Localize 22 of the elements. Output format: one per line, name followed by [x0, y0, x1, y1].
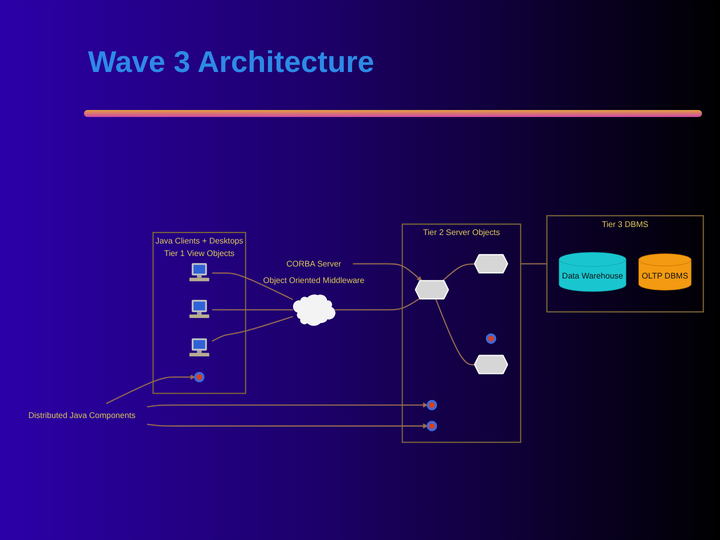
connector [212, 309, 293, 310]
cluster: Tier 2 Server Objects [402, 224, 522, 443]
connector [435, 298, 475, 366]
node-circle [194, 372, 205, 382]
node-cloud [293, 294, 336, 326]
node-label: Object Oriented Middleware [263, 276, 364, 285]
connector [212, 272, 294, 300]
connector [442, 263, 475, 282]
arrow [147, 423, 428, 429]
arrow [106, 374, 196, 404]
node-circle [426, 400, 438, 410]
node-text: CORBA Server [286, 258, 342, 268]
connector [212, 316, 294, 342]
node-text: Distributed Java Components [28, 410, 136, 420]
connector [334, 298, 420, 310]
node-circle [486, 333, 496, 344]
node-circle [426, 420, 438, 432]
arrow [147, 402, 428, 408]
title: Wave 3 Architecture [88, 46, 374, 80]
arrow [352, 263, 422, 282]
cluster: Java Clients + Desktops Tier 1 View Objects [152, 232, 246, 394]
connector [520, 263, 547, 264]
